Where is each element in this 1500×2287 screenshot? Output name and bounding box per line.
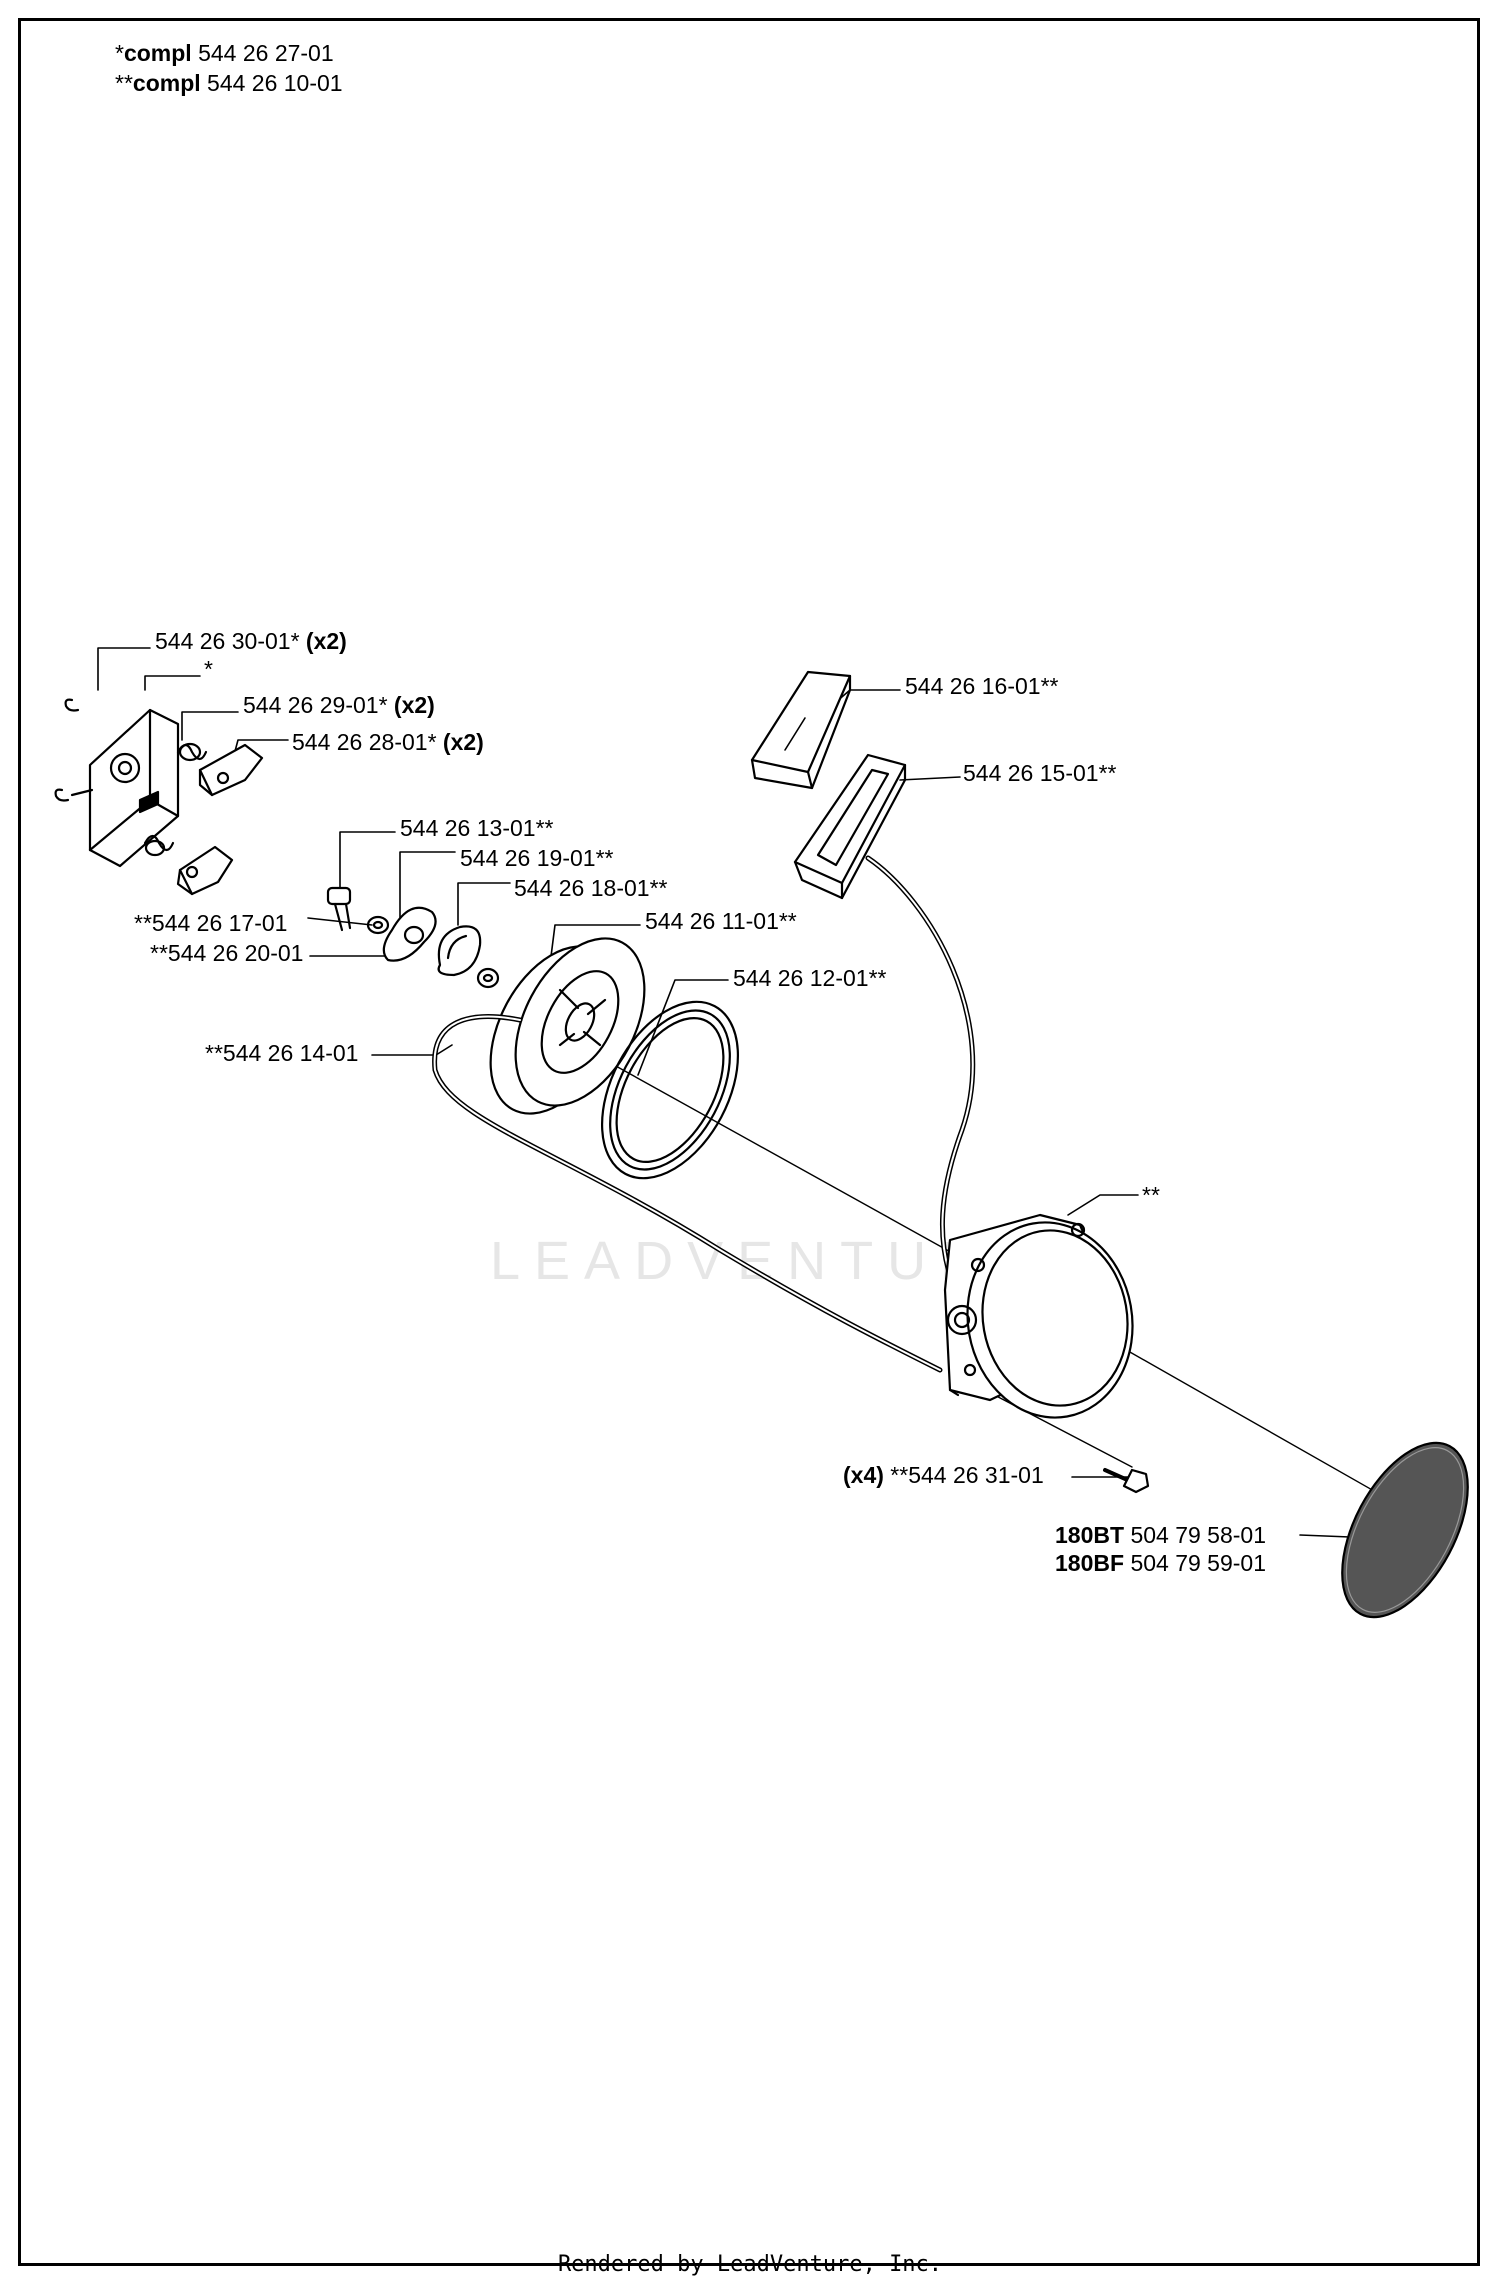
pawl-cover-group bbox=[54, 698, 180, 868]
callout-544-26-14-01[interactable]: **544 26 14-01 bbox=[205, 1040, 359, 1066]
callout-544-26-28-01[interactable]: 544 26 28-01* (x2) bbox=[292, 729, 484, 755]
washer-17 bbox=[366, 915, 390, 935]
starter-housing bbox=[943, 1213, 1134, 1419]
footer-credit: Rendered by LeadVenture, Inc. bbox=[557, 2252, 943, 2277]
callout-544-26-29-01[interactable]: 544 26 29-01* (x2) bbox=[243, 692, 435, 718]
callout-544-26-30-01[interactable]: 544 26 30-01* (x2) bbox=[155, 628, 347, 654]
pawl-spring-lower bbox=[143, 834, 175, 857]
start-handle-grip bbox=[750, 670, 852, 790]
callout-double-star[interactable]: ** bbox=[1142, 1182, 1160, 1208]
callout-544-26-20-01[interactable]: **544 26 20-01 bbox=[150, 940, 304, 966]
callout-544-26-16-01[interactable]: 544 26 16-01** bbox=[905, 673, 1059, 699]
callout-544-26-11-01[interactable]: 544 26 11-01** bbox=[645, 908, 797, 934]
pawl-spring-upper bbox=[176, 742, 208, 762]
watermark: LEADVENTURE bbox=[490, 1231, 1044, 1291]
decal bbox=[1341, 1441, 1469, 1619]
callout-544-26-15-01[interactable]: 544 26 15-01** bbox=[963, 760, 1117, 786]
callout-544-26-17-01[interactable]: **544 26 17-01 bbox=[134, 910, 288, 936]
washer-18 bbox=[476, 967, 500, 989]
callout-544-26-13-01[interactable]: 544 26 13-01** bbox=[400, 815, 554, 841]
recoil-spring bbox=[600, 1000, 740, 1180]
callout-544-26-12-01[interactable]: 544 26 12-01** bbox=[733, 965, 887, 991]
drawing-frame bbox=[18, 18, 1480, 2266]
legend-entry-compl-2: **compl 544 26 10-01 bbox=[115, 70, 343, 96]
housing-bolt bbox=[1103, 1468, 1150, 1494]
spring-19 bbox=[437, 925, 482, 977]
center-screw bbox=[326, 886, 352, 932]
callout-544-26-18-01[interactable]: 544 26 18-01** bbox=[514, 875, 668, 901]
callout-180bf[interactable]: 180BF 504 79 59-01 bbox=[1055, 1550, 1267, 1576]
pawl-lower bbox=[176, 845, 234, 896]
callout-544-26-19-01[interactable]: 544 26 19-01** bbox=[460, 845, 614, 871]
legend-entry-compl-1: *compl 544 26 27-01 bbox=[115, 40, 334, 66]
callout-544-26-31-01[interactable]: (x4) **544 26 31-01 bbox=[843, 1462, 1044, 1488]
starter-rope-upper bbox=[865, 855, 976, 1293]
callout-180bt[interactable]: 180BT 504 79 58-01 bbox=[1055, 1522, 1267, 1548]
start-handle-body bbox=[793, 753, 907, 900]
pulley-cam-20 bbox=[382, 906, 437, 962]
callout-star[interactable]: * bbox=[204, 656, 213, 682]
rope-pulley bbox=[489, 937, 646, 1115]
pawl-upper bbox=[198, 743, 264, 797]
